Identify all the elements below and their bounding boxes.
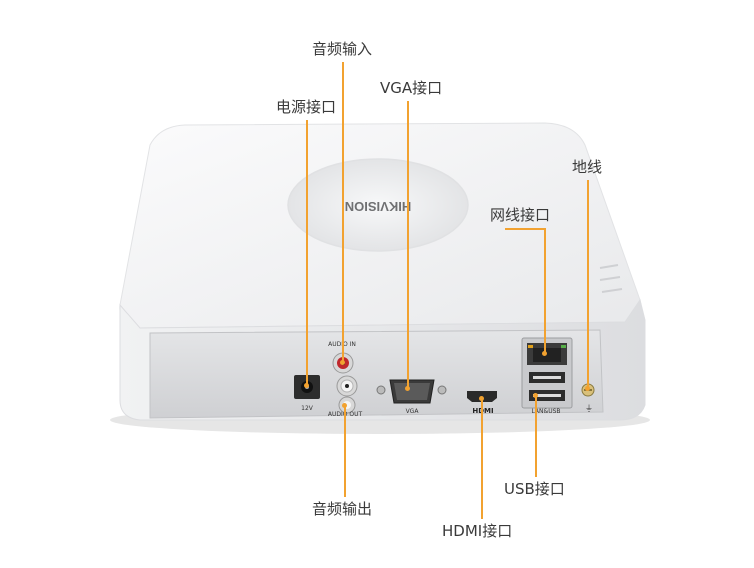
- leader-ground: [587, 180, 589, 388]
- vga-port-text: VGA: [406, 408, 420, 415]
- brand-logo-text: HIKVISION: [345, 199, 411, 214]
- leader-audio-in-dot: [340, 360, 345, 365]
- leader-audio-in: [342, 62, 344, 362]
- label-vga: VGA接口: [380, 79, 443, 97]
- lan-usb-port-text: LAN&USB: [531, 408, 560, 415]
- leader-usb-dot: [533, 393, 538, 398]
- label-audio-out: 音频输出: [312, 500, 373, 518]
- power-port-text: 12V: [301, 405, 314, 412]
- label-hdmi: HDMI接口: [442, 522, 513, 540]
- leader-vga-dot: [405, 386, 410, 391]
- leader-hdmi: [481, 398, 483, 519]
- leader-usb: [535, 395, 537, 477]
- logo-badge: [287, 158, 469, 252]
- leader-power: [306, 120, 308, 385]
- leader-vga: [407, 101, 409, 388]
- label-network: 网线接口: [490, 206, 551, 224]
- hdmi-port-text: HDMI: [472, 407, 493, 415]
- label-power: 电源接口: [276, 98, 337, 116]
- leader-audio-out: [344, 405, 346, 497]
- label-ground: 地线: [572, 158, 603, 176]
- leader-network-dot: [542, 351, 547, 356]
- leader-power-dot: [304, 383, 309, 388]
- ground-symbol: ⏚: [585, 404, 593, 413]
- vga-port: VGA: [376, 379, 447, 415]
- leader-hdmi-dot: [479, 396, 484, 401]
- leader-ground-dot: [585, 386, 590, 391]
- label-audio-in: 音频输入: [312, 40, 373, 58]
- lan-usb-stack: LAN&USB: [521, 337, 573, 415]
- leader-network-h: [505, 228, 545, 230]
- leader-audio-out-dot: [342, 403, 347, 408]
- side-vents: [599, 264, 623, 293]
- label-usb: USB接口: [504, 480, 565, 498]
- leader-network-v: [544, 228, 546, 353]
